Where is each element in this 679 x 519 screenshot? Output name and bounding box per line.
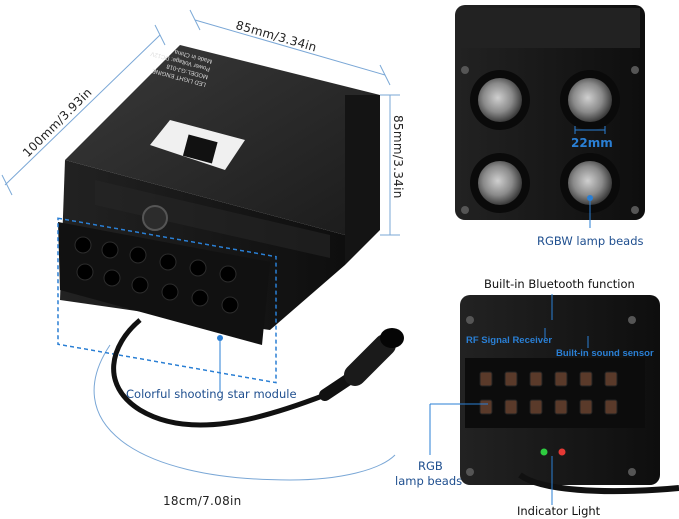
dimension-lines [1, 9, 400, 481]
rgb-callout-line1: RGB [418, 459, 443, 473]
rf-callout: RF Signal Receiver [466, 335, 553, 346]
port-size-label: 22mm [571, 136, 613, 150]
rgb-callout-line2: lamp beads [395, 474, 463, 488]
front-panel-device [429, 294, 679, 505]
cable-length: 18cm/7.08in [163, 494, 242, 508]
rgbw-device [455, 5, 645, 228]
main-device [57, 45, 404, 428]
sound-callout: Built-in sound sensor [556, 348, 654, 359]
indicator-callout: Indicator Light [517, 504, 601, 518]
rgbw-callout: RGBW lamp beads [537, 234, 644, 248]
shooting-star-callout: Colorful shooting star module [126, 387, 297, 401]
height-dimension: 85mm/3.34in [391, 115, 405, 199]
bluetooth-callout: Built-in Bluetooth function [484, 277, 635, 291]
qr-label [150, 120, 245, 170]
